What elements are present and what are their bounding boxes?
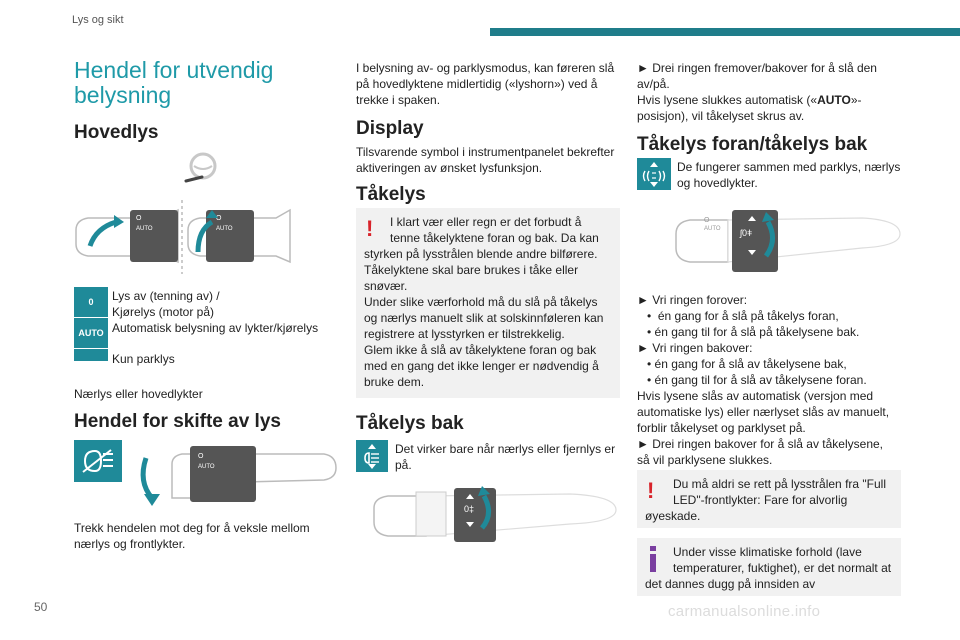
header-accent-bar (490, 28, 960, 36)
info-line2: temperaturer, fuktighet), er det normalt… (673, 561, 892, 575)
running-header: Lys og sikt (72, 14, 124, 26)
section-title-line1: Hendel for utvendig (74, 57, 274, 83)
led-warn-line2: LED"-frontlykter: Fare for alvorlig (673, 493, 848, 507)
info-line1: Under visse klimatiske forhold (lave (673, 545, 862, 559)
warn-line: med en gang det ikke lenger er nødvendig… (364, 359, 599, 373)
step-line: automatiske lys) eller nærlyset slås av … (637, 405, 890, 419)
fungerer-line2: og hovedlykter. (677, 176, 758, 190)
svg-text:O: O (704, 217, 710, 224)
low-beam-icon (74, 361, 108, 379)
low-high-beam-description: Nærlys eller hovedlykter (74, 387, 203, 401)
parking-description: Kun parklys (112, 352, 175, 366)
lever-pull-illustration: O AUTO (140, 446, 337, 506)
hendel-description-line1: Trekk hendelen mot deg for å veksle mell… (74, 521, 310, 535)
beam-toggle-icon (74, 440, 122, 482)
intro-line2: på hovedlyktene midlertidig («lyshorn») … (356, 77, 598, 91)
warn-line: tenne tåkelyktene foran og bak. Da kan (390, 231, 599, 245)
drei-line2: av/på. (637, 77, 670, 91)
display-line1: Tilsvarende symbol i instrumentpanelet b… (356, 145, 615, 159)
info-icon (650, 546, 656, 572)
svg-text:O: O (216, 215, 222, 222)
lever-illustration-main: O AUTO O AUTO (75, 200, 291, 274)
intro-line3: trekke i spaken. (356, 93, 441, 107)
auto-description: Automatisk belysning av lykter/kjørelys (112, 321, 319, 335)
svg-text:AUTO: AUTO (704, 226, 721, 232)
fungerer-line1: De fungerer sammen med parklys, nærlys (677, 160, 901, 174)
auto-line2: posisjon), vil tåkelyset skrus av. (637, 109, 805, 123)
step-line: • én gang til for å slå på tåkelysene ba… (637, 325, 860, 339)
info-line3: det dannes dugg på innsiden av (645, 577, 816, 591)
warn-line: bruke dem. (364, 375, 425, 389)
warning-icon: ! (647, 478, 655, 503)
led-warn-line1: Du må aldri se rett på lysstrålen fra "F… (673, 477, 886, 491)
heading-hendel: Hendel for skifte av lys (74, 411, 281, 432)
step-line: forblir tåkelyset og parklyset på. (637, 421, 806, 435)
warn-line: snøvær. (364, 279, 408, 293)
led-warning-note: ! Du må aldri se rett på lysstrålen fra … (637, 470, 901, 528)
led-warn-line3: øyeskade. (645, 509, 701, 523)
info-note: Under visse klimatiske forhold (lave tem… (637, 538, 901, 596)
intro-line1: I belysning av- og parklysmodus, kan før… (356, 61, 615, 75)
warn-line: registrere at lysstyrken er tilstrekkeli… (364, 327, 565, 341)
warn-line: Glem ikke å slå av tåkelyktene foran og … (364, 343, 597, 357)
drei-line1: ► Drei ringen fremover/bakover for å slå… (637, 61, 877, 75)
warn-line: styrken på lysstrålen blende andre bilfø… (364, 247, 598, 261)
section-title-line2: belysning (74, 82, 172, 108)
step-line: • én gang for å slå på tåkelys foran, (637, 309, 839, 323)
watermark-url: carmanualsonline.info (668, 603, 821, 620)
warn-line: Tåkelyktene skal bare brukes i tåke elle… (364, 263, 579, 277)
svg-text:O: O (136, 215, 142, 222)
svg-text:0‡: 0‡ (464, 504, 474, 514)
auto-line1: Hvis lysene slukkes automatisk («AUTO»- (637, 93, 862, 107)
step-line: ► Drei ringen bakover for å slå av tåkel… (637, 437, 883, 451)
step-line: • én gang til for å slå av tåkelysene fo… (637, 373, 867, 387)
display-line2: aktiveringen av ønsket lysfunksjon. (356, 161, 543, 175)
heading-hovedlys: Hovedlys (74, 122, 159, 143)
warn-line: Under slike værforhold må du slå på tåke… (364, 295, 598, 309)
svg-text:AUTO: AUTO (136, 226, 153, 232)
rear-fog-lever-illustration: 0‡ (373, 486, 617, 542)
step-line: Hvis lysene slås av automatisk (versjon … (637, 389, 874, 403)
heading-takelys-bak: Tåkelys bak (356, 413, 464, 434)
svg-text:O: O (198, 453, 204, 460)
fog-warning-note: ! I klart vær eller regn er det forbudt … (356, 208, 620, 398)
warn-line: og nærlys manuelt slik at solskinnfølere… (364, 311, 604, 325)
rear-fog-line1: Det virker bare når nærlys eller fjernly… (395, 442, 616, 456)
svg-text:AUTO: AUTO (216, 226, 233, 232)
step-line: så vil parklysene slukkes. (637, 453, 773, 467)
auto-lights-icon: AUTO (74, 318, 108, 348)
step-line: ► Vri ringen forover: (637, 293, 748, 307)
heading-takelys: Tåkelys (356, 184, 426, 205)
svg-text:AUTO: AUTO (198, 464, 215, 470)
front-rear-fog-lever-illustration: O AUTO ʃ0ǂ (675, 210, 901, 272)
off-description-line2: Kjørelys (motor på) (112, 305, 215, 319)
steering-wheel-icon (184, 152, 217, 183)
warn-line: I klart vær eller regn er det forbudt å (390, 215, 582, 229)
heading-display: Display (356, 118, 424, 139)
front-rear-fog-icon (637, 158, 671, 190)
off-description-line1: Lys av (tenning av) / (112, 289, 220, 303)
hendel-description-line2: nærlys og frontlykter. (74, 537, 186, 551)
lights-off-icon: 0 (74, 287, 108, 317)
heading-foran-bak: Tåkelys foran/tåkelys bak (637, 134, 868, 155)
rear-fog-icon (356, 440, 388, 472)
page-number: 50 (34, 600, 48, 614)
rear-fog-line2: på. (395, 458, 412, 472)
step-line: • én gang for å slå av tåkelysene bak, (637, 357, 847, 371)
warning-icon: ! (366, 216, 374, 241)
svg-text:ʃ0ǂ: ʃ0ǂ (739, 228, 752, 238)
step-line: ► Vri ringen bakover: (637, 341, 753, 355)
